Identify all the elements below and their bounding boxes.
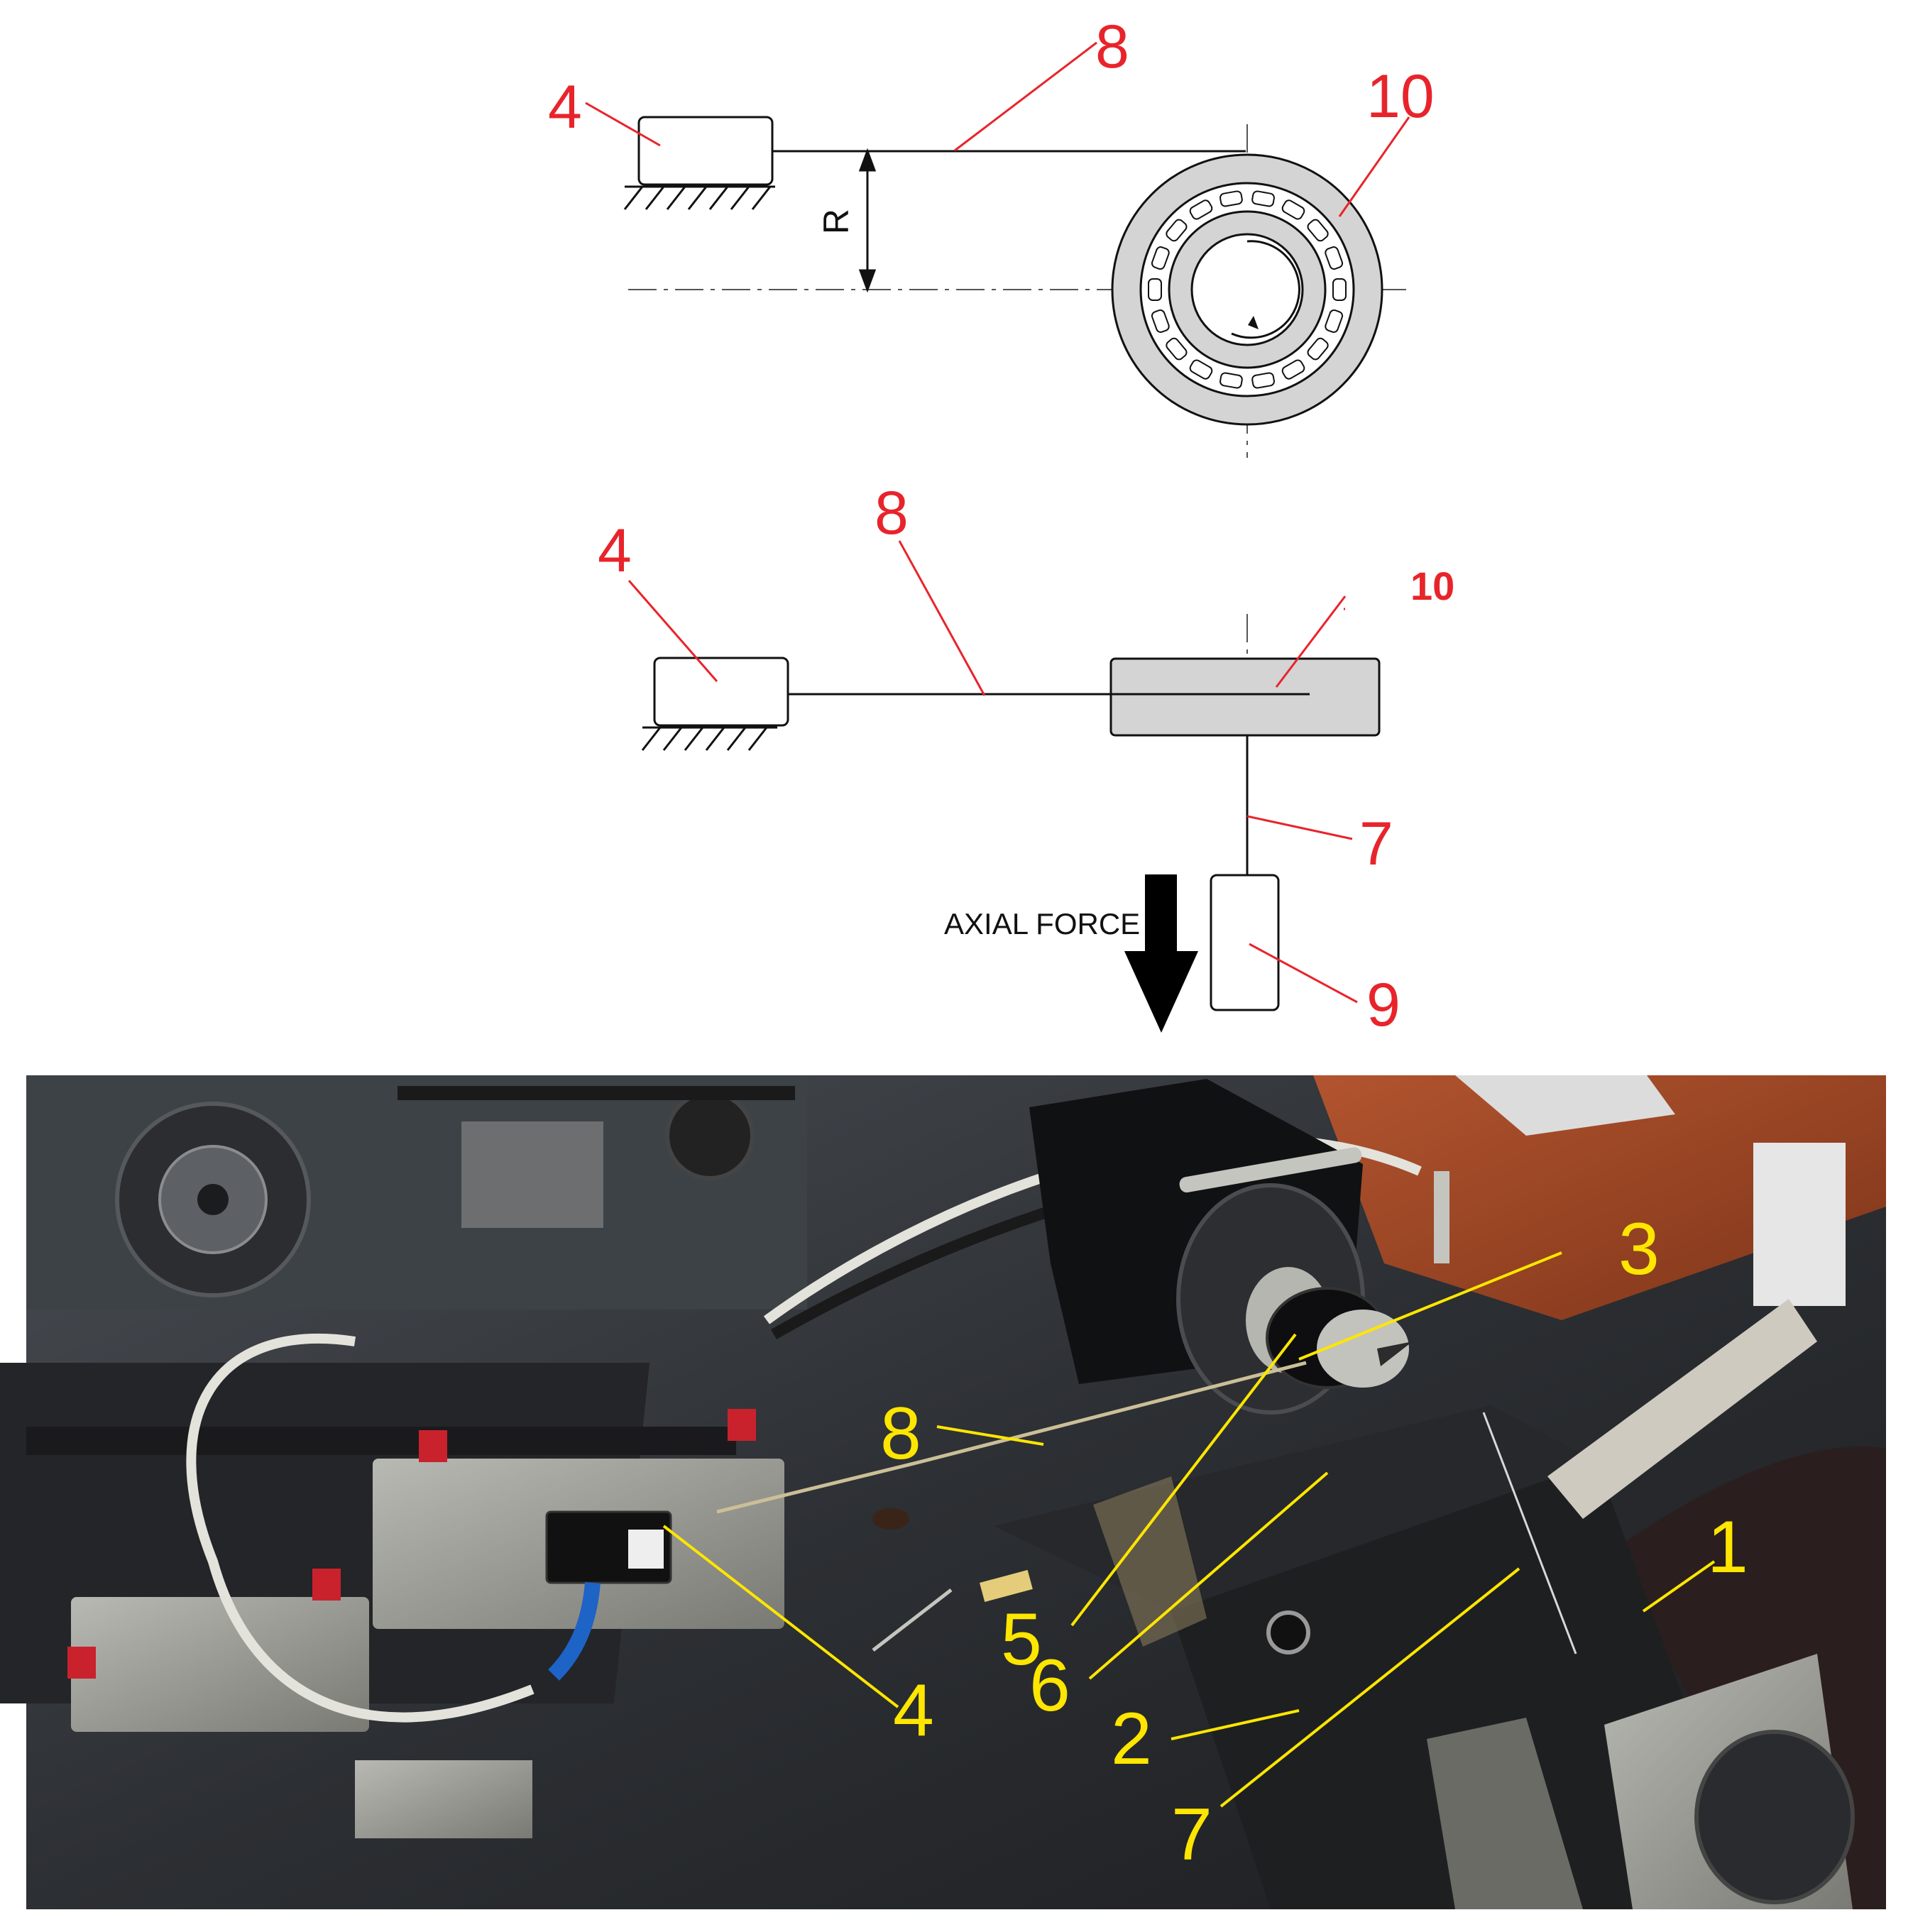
leader-3 bbox=[1298, 1251, 1562, 1361]
bearing-roller bbox=[1281, 199, 1305, 220]
bearing-roller bbox=[1151, 309, 1170, 333]
bearing-front-view bbox=[1111, 153, 1383, 426]
photo-annotations bbox=[662, 1251, 1716, 1808]
bearing-roller bbox=[1151, 246, 1170, 270]
label-4-middle: 4 bbox=[598, 517, 632, 585]
bearing-roller bbox=[1281, 359, 1305, 380]
bearing-roller bbox=[1219, 190, 1243, 207]
leader-4-middle bbox=[627, 580, 718, 682]
label-7-photo: 7 bbox=[1171, 1794, 1212, 1876]
leader-5 bbox=[1070, 1333, 1297, 1627]
bearing-roller bbox=[1166, 337, 1188, 361]
leader-7 bbox=[1246, 815, 1353, 840]
label-4-photo: 4 bbox=[893, 1669, 934, 1752]
bearing-roller bbox=[1166, 219, 1188, 242]
bearing-roller bbox=[1325, 246, 1344, 270]
label-10-top: 10 bbox=[1366, 62, 1435, 131]
thread-photo bbox=[716, 1361, 1307, 1514]
leader-2 bbox=[1171, 1709, 1300, 1740]
ground-hatch-middle bbox=[641, 726, 777, 751]
label-8-middle: 8 bbox=[875, 479, 909, 547]
leader-7-photo bbox=[1219, 1567, 1520, 1808]
bearing-roller bbox=[1332, 278, 1347, 301]
load-line-photo bbox=[1482, 1412, 1577, 1654]
label-8-photo: 8 bbox=[880, 1393, 921, 1475]
sensor-block-top bbox=[637, 116, 774, 186]
photo-labels: 1 2 3 4 5 6 7 8 bbox=[880, 1208, 1748, 1876]
bearing-roller bbox=[1307, 219, 1329, 242]
label-7-middle: 7 bbox=[1359, 810, 1393, 878]
bearing-roller bbox=[1251, 372, 1275, 389]
bearing-side-view bbox=[1109, 657, 1381, 737]
dimension-r-label: R bbox=[816, 209, 856, 234]
axial-force-arrow bbox=[1124, 874, 1198, 1033]
leader-8-middle bbox=[898, 540, 986, 696]
leader-8-top bbox=[954, 41, 1097, 152]
bearing-roller bbox=[1189, 199, 1213, 220]
weight-block bbox=[1210, 874, 1280, 1011]
label-3: 3 bbox=[1618, 1208, 1660, 1290]
leader-4-top bbox=[585, 101, 661, 147]
middle-diagram: AXIAL FORCE 4 8 10 7 9 bbox=[598, 479, 1454, 1039]
leader-10-top bbox=[1338, 116, 1410, 217]
label-6: 6 bbox=[1029, 1645, 1070, 1727]
leader-6 bbox=[1088, 1471, 1329, 1680]
bearing-roller bbox=[1148, 278, 1162, 301]
leader-4-photo bbox=[662, 1525, 899, 1708]
bearing-roller bbox=[1307, 337, 1329, 361]
test-rig-photo bbox=[0, 1075, 1886, 1909]
bearing-roller bbox=[1251, 190, 1275, 207]
top-diagram: R 4 8 10 bbox=[548, 13, 1435, 458]
label-1: 1 bbox=[1707, 1506, 1748, 1588]
bearing-roller bbox=[1219, 372, 1243, 389]
label-9: 9 bbox=[1366, 971, 1401, 1039]
leader-8-photo bbox=[936, 1425, 1044, 1446]
axial-force-label: AXIAL FORCE bbox=[944, 907, 1140, 940]
bearing-rollers bbox=[1148, 190, 1347, 389]
label-5: 5 bbox=[1001, 1598, 1042, 1681]
rotation-arrow bbox=[1231, 240, 1300, 339]
ground-hatch-top bbox=[623, 185, 775, 210]
label-4-top: 4 bbox=[548, 73, 582, 141]
label-8-top: 8 bbox=[1095, 13, 1129, 81]
bearing-roller bbox=[1189, 359, 1213, 380]
leader-9 bbox=[1249, 943, 1358, 1004]
label-2: 2 bbox=[1111, 1698, 1152, 1780]
leader-10-middle-b bbox=[1275, 595, 1347, 688]
dimension-r bbox=[858, 148, 877, 293]
base-plate-shape bbox=[1171, 1462, 1760, 1909]
label-10-middle: 10 bbox=[1410, 564, 1454, 608]
leader-1 bbox=[1642, 1560, 1716, 1613]
bearing-roller bbox=[1325, 309, 1344, 333]
sensor-block-middle bbox=[653, 657, 789, 727]
